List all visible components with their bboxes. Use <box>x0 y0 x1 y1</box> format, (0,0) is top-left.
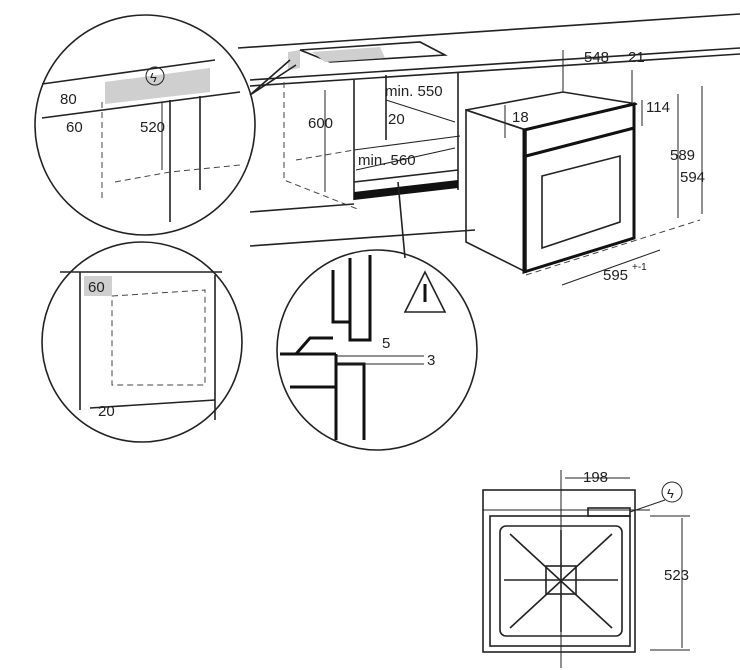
oven-drawing: 548 21 114 18 589 594 595 +-1 <box>465 49 705 286</box>
dim-5: 5 <box>382 335 390 352</box>
dim-20-left: 20 <box>98 403 115 420</box>
lightning-glyph: ϟ <box>150 70 157 85</box>
dim-589: 589 <box>670 147 695 164</box>
cabinet-drawing: 600 min. 550 20 min. 560 <box>237 13 740 247</box>
dim-20: 20 <box>388 111 405 128</box>
detail-circle-gap: 5 3 <box>276 181 478 451</box>
rear-view: 198 ϟ 523 <box>482 469 690 668</box>
dim-60: 60 <box>66 119 83 136</box>
dim-548: 548 <box>584 49 609 66</box>
dim-114: 114 <box>646 99 670 116</box>
dim-595: 595 <box>603 267 628 284</box>
dim-min-560: min. 560 <box>358 152 416 169</box>
dim-594: 594 <box>680 169 705 186</box>
dim-523: 523 <box>664 567 689 584</box>
dim-21: 21 <box>628 49 645 66</box>
dim-600: 600 <box>308 115 333 132</box>
lightning-icon <box>145 66 165 86</box>
dim-18: 18 <box>512 109 529 126</box>
dim-80: 80 <box>60 91 77 108</box>
dim-595-tolerance: +-1 <box>632 262 647 273</box>
detail-circle-top: ϟ 80 60 520 <box>34 14 256 236</box>
lightning-icon-rear <box>661 481 683 503</box>
detail-circle-left: 60 20 <box>41 241 243 443</box>
dim-520: 520 <box>140 119 165 136</box>
lightning-glyph-rear: ϟ <box>667 486 674 501</box>
dim-60-left: 60 <box>88 279 105 296</box>
warning-icon <box>403 270 447 313</box>
dim-3: 3 <box>427 352 435 369</box>
dim-198: 198 <box>583 469 608 486</box>
dim-min-550: min. 550 <box>385 83 443 100</box>
